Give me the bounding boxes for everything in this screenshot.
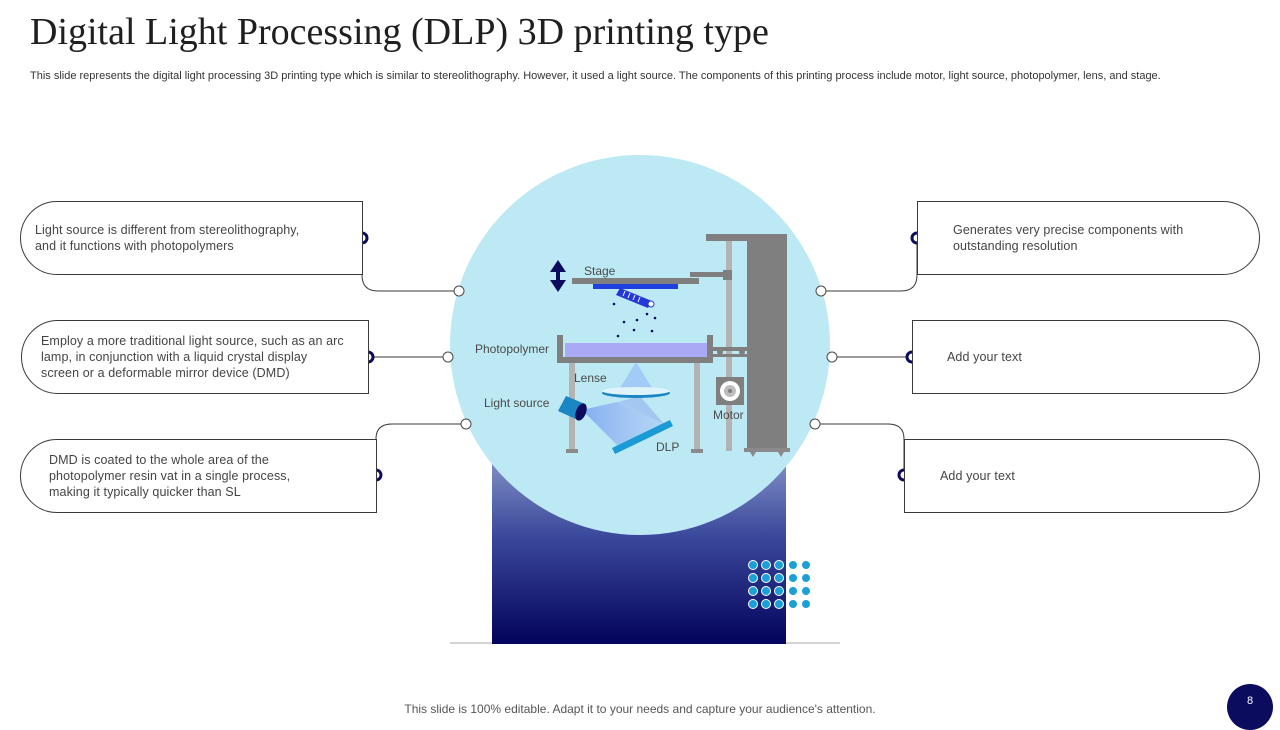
- page-title: Digital Light Processing (DLP) 3D printi…: [30, 11, 769, 53]
- callout-right-bottom-text: Add your text: [940, 469, 1015, 483]
- callout-right-bottom: Add your text: [904, 439, 1260, 513]
- up-down-arrow-icon: [550, 260, 566, 292]
- footer-note: This slide is 100% editable. Adapt it to…: [404, 702, 876, 716]
- callout-left-middle-text: Employ a more traditional light source, …: [41, 334, 344, 380]
- callout-right-top: Generates very precise components with o…: [917, 201, 1260, 275]
- callout-right-middle: Add your text: [912, 320, 1260, 394]
- connector-endpoints: [442, 285, 838, 430]
- printer-column: [747, 234, 787, 452]
- printed-part: [616, 288, 655, 308]
- resin-vat: [557, 335, 747, 363]
- label-dlp: DLP: [656, 440, 680, 454]
- lower-beam: [582, 402, 665, 448]
- callout-left-top-text: Light source is different from stereolit…: [35, 223, 300, 253]
- dot-grid: [748, 560, 811, 609]
- stage-plate: [572, 278, 699, 284]
- callout-left-top: Light source is different from stereolit…: [20, 201, 363, 275]
- callout-left-middle: Employ a more traditional light source, …: [21, 320, 369, 394]
- page-number-badge: 8: [1227, 684, 1273, 730]
- label-photopolymer: Photopolymer: [475, 342, 550, 356]
- callout-left-bottom: DMD is coated to the whole area of the p…: [20, 439, 377, 513]
- motor-icon: [716, 377, 744, 405]
- dlp-chip: [612, 420, 673, 454]
- printer-illustration: [550, 234, 790, 457]
- label-light-source: Light source: [484, 396, 550, 410]
- upper-beam: [620, 362, 652, 388]
- slide-description: This slide represents the digital light …: [30, 70, 1161, 82]
- resin-drops: [612, 302, 657, 338]
- label-motor: Motor: [713, 408, 744, 422]
- label-lense: Lense: [574, 371, 607, 385]
- label-stage: Stage: [584, 264, 616, 278]
- connector-lines: [361, 238, 918, 475]
- light-source-cylinder: [558, 396, 587, 421]
- callout-right-middle-text: Add your text: [947, 350, 1022, 364]
- callout-right-top-text: Generates very precise components with o…: [953, 223, 1184, 253]
- callout-left-bottom-text: DMD is coated to the whole area of the p…: [49, 453, 291, 499]
